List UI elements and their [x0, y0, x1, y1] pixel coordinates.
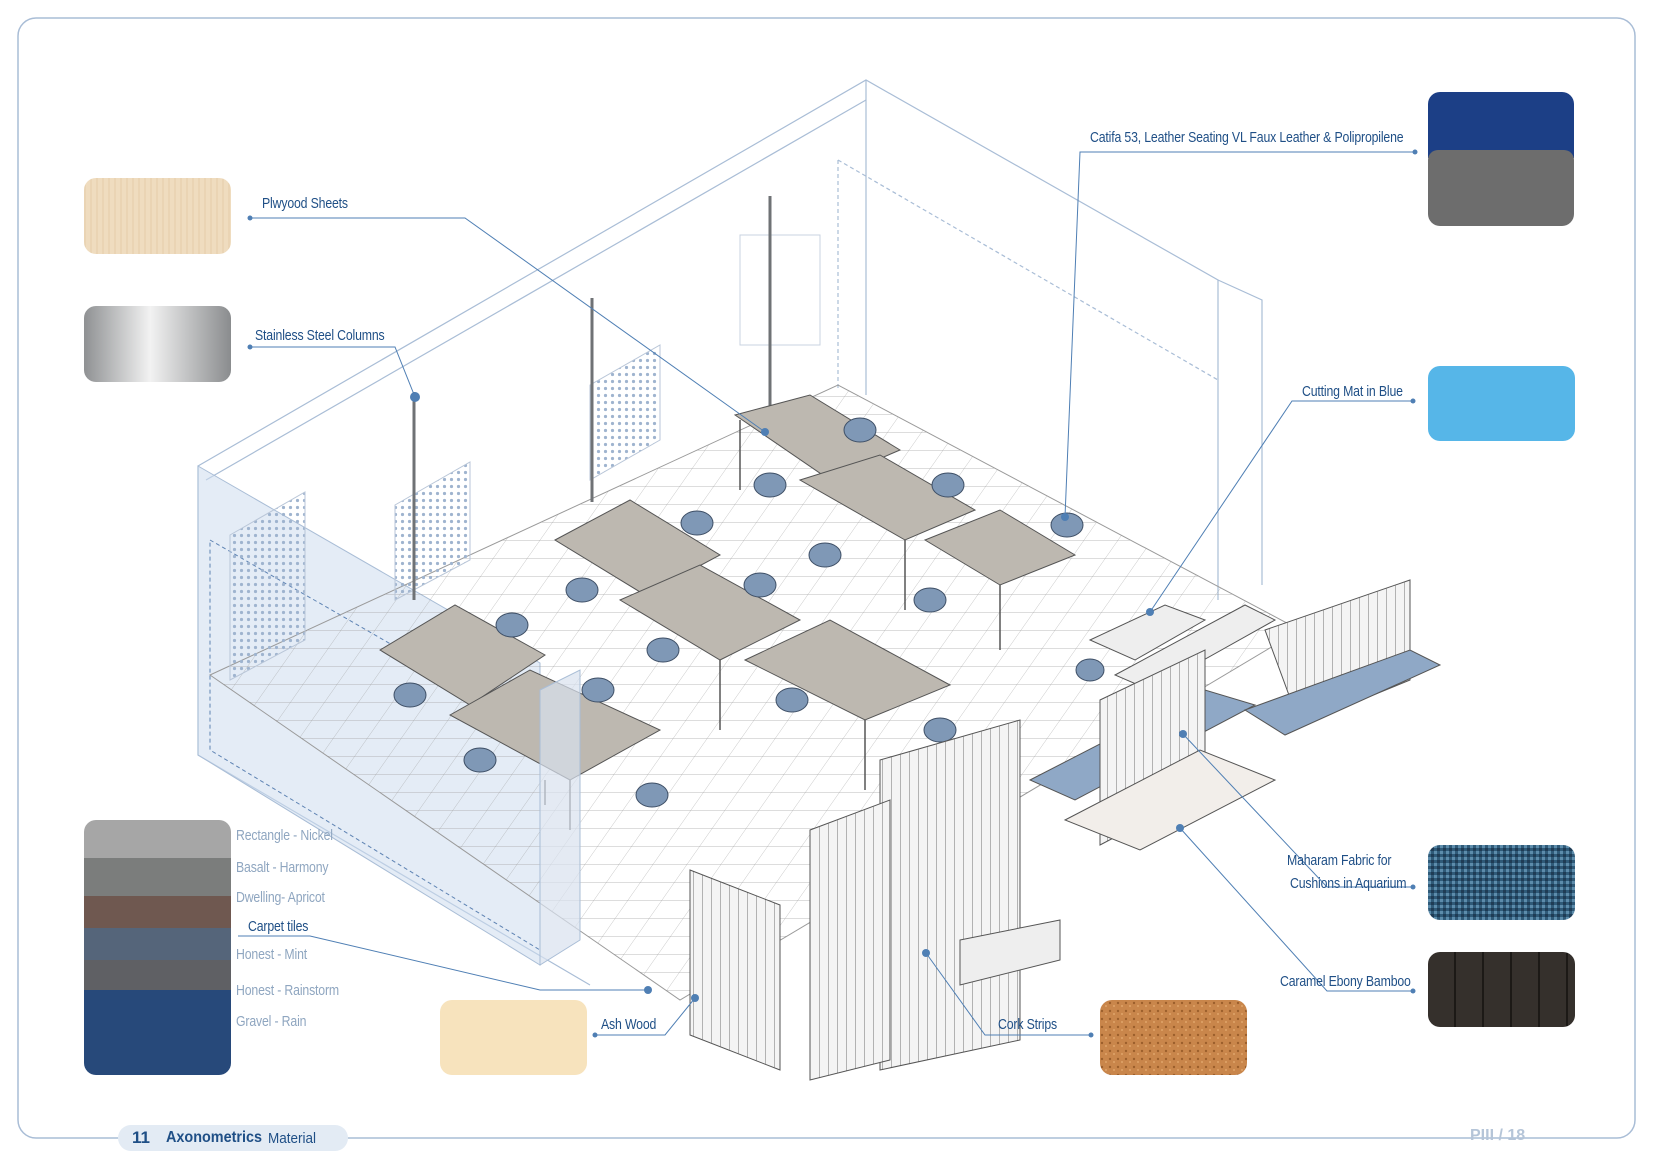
lounge-booth — [1028, 579, 1442, 851]
carpet-swatch-stack — [84, 820, 231, 1075]
carpet-item-label: Rectangle - Nickel — [236, 827, 333, 844]
leader-dots — [247, 149, 1418, 1038]
plywood-label: Plwyood Sheets — [262, 195, 348, 212]
leader-lines — [238, 151, 1415, 1036]
carpet-rainstorm-swatch — [84, 960, 231, 990]
maharam-label-line1: Maharam Fabric for — [1287, 852, 1392, 869]
section-title: Axonometrics — [166, 1129, 263, 1146]
carpet-item-label: Honest - Mint — [236, 946, 308, 963]
maharam-swatch — [1428, 845, 1575, 920]
page-frame — [17, 17, 1636, 1139]
section-number: 11 — [132, 1128, 150, 1147]
cutting-mat-swatch — [1428, 366, 1575, 441]
catifa-grey-swatch — [1428, 150, 1574, 226]
slat-partitions — [689, 719, 1061, 1081]
ash-swatch — [440, 1000, 587, 1075]
screen-panel — [539, 669, 581, 966]
carpet-item-label: Dwelling- Apricot — [236, 889, 325, 906]
steel-label: Stainless Steel Columns — [255, 327, 385, 344]
carpet-apricot-swatch — [84, 896, 231, 928]
steel-swatch — [84, 306, 231, 382]
chairs — [393, 417, 1105, 808]
carpet-rain-swatch — [84, 990, 231, 1075]
cork-label: Cork Strips — [998, 1016, 1058, 1033]
maharam-label-line2: Cushions in Aquarium — [1290, 875, 1407, 892]
carpet-label: Carpet tiles — [248, 918, 309, 935]
carpet-nickel-swatch — [84, 820, 231, 858]
carpet-item-label: Honest - Rainstorm — [236, 982, 339, 999]
bamboo-swatch — [1428, 952, 1575, 1027]
section-subtitle: Material — [268, 1130, 317, 1147]
plywood-swatch — [84, 178, 231, 254]
catifa-label: Catifa 53, Leather Seating VL Faux Leath… — [1090, 129, 1404, 146]
section-tab: 11 Axonometrics Material — [118, 1125, 348, 1151]
bamboo-label: Caramel Ebony Bamboo — [1280, 973, 1411, 990]
carpet-item-label: Gravel - Rain — [236, 1013, 307, 1030]
cutting-mat-label: Cutting Mat in Blue — [1302, 383, 1403, 400]
ash-label: Ash Wood — [601, 1016, 657, 1033]
catifa-blue-swatch — [1428, 92, 1574, 158]
carpet-harmony-swatch — [84, 858, 231, 896]
cork-swatch — [1100, 1000, 1247, 1075]
carpet-item-label: Basalt - Harmony — [236, 859, 329, 876]
steel-columns — [412, 196, 772, 600]
page-number: PIII / 18 — [1470, 1127, 1526, 1144]
catifa-swatch — [1428, 92, 1574, 226]
carpet-mint-swatch — [84, 928, 231, 960]
